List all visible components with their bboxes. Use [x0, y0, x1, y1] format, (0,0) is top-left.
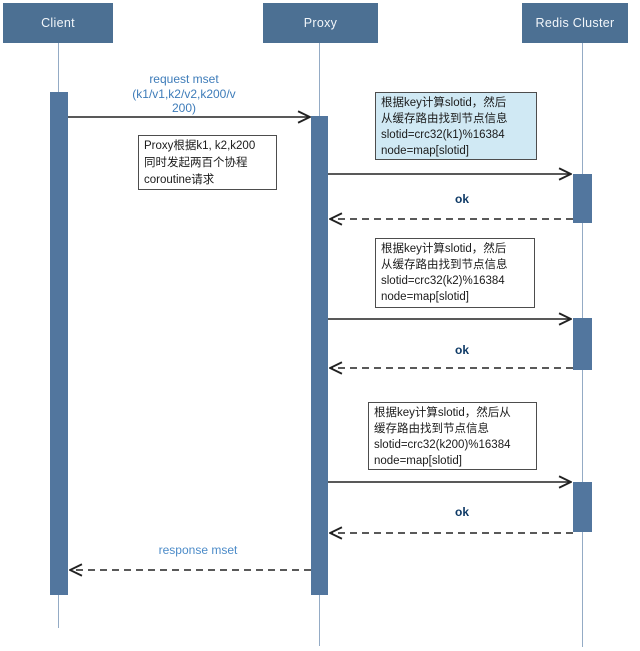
note-line: 同时发起两百个协程 — [144, 157, 248, 169]
actor-label-proxy: Proxy — [303, 16, 338, 30]
actor-label-redis-cluster: Redis Cluster — [535, 16, 615, 30]
note-line: 根据key计算slotid，然后 — [381, 97, 507, 109]
lifeline-client — [58, 595, 59, 628]
lifeline-proxy — [319, 595, 320, 646]
note-line: 从缓存路由找到节点信息 — [381, 113, 508, 125]
note-line: node=map[slotid] — [374, 455, 462, 467]
label-request-line-1: request mset — [149, 72, 219, 86]
label-request-mset: request mset (k1/v1,k2/v2,k200/v 200) — [64, 72, 304, 116]
note-line: node=map[slotid] — [381, 145, 469, 157]
lifeline-redis — [582, 370, 583, 482]
activation-bar-client — [50, 92, 68, 595]
actor-label-client: Client — [41, 16, 75, 30]
activation-bar-proxy — [311, 116, 328, 595]
lifeline-redis — [582, 532, 583, 647]
note-slot-k2: 根据key计算slotid，然后 从缓存路由找到节点信息 slotid=crc3… — [375, 238, 535, 308]
label-ok-2: ok — [454, 343, 469, 357]
lifeline-client — [58, 43, 59, 92]
note-line: coroutine请求 — [144, 174, 215, 186]
note-line: node=map[slotid] — [381, 291, 469, 303]
note-line: 根据key计算slotid，然后从 — [374, 407, 511, 419]
note-line: 缓存路由找到节点信息 — [374, 423, 489, 435]
actor-box-proxy: Proxy — [263, 3, 378, 43]
note-line: 根据key计算slotid，然后 — [381, 243, 507, 255]
label-request-line-2: (k1/v1,k2/v2,k200/v — [132, 86, 236, 101]
note-line: Proxy根据k1, k2,k200 — [144, 140, 256, 152]
note-slot-k1: 根据key计算slotid，然后 从缓存路由找到节点信息 slotid=crc3… — [375, 92, 537, 160]
lifeline-proxy — [319, 43, 320, 116]
note-line: slotid=crc32(k2)%16384 — [381, 275, 505, 287]
note-proxy-coroutine: Proxy根据k1, k2,k200 同时发起两百个协程 coroutine请求 — [138, 135, 277, 190]
note-line: 从缓存路由找到节点信息 — [381, 259, 508, 271]
note-slot-k200: 根据key计算slotid，然后从 缓存路由找到节点信息 slotid=crc3… — [368, 402, 537, 470]
label-ok-3: ok — [454, 505, 469, 519]
label-request-line-3: 200) — [171, 101, 197, 115]
lifeline-redis — [582, 43, 583, 174]
activation-bar-redis-3 — [573, 482, 592, 532]
note-line: slotid=crc32(k200)%16384 — [374, 439, 511, 451]
actor-box-redis-cluster: Redis Cluster — [522, 3, 628, 43]
note-line: slotid=crc32(k1)%16384 — [381, 129, 505, 141]
actor-box-client: Client — [3, 3, 113, 43]
activation-bar-redis-1 — [573, 174, 592, 223]
activation-bar-redis-2 — [573, 318, 592, 370]
label-ok-1: ok — [454, 192, 469, 206]
label-response-mset: response mset — [158, 543, 238, 557]
lifeline-redis — [582, 223, 583, 318]
